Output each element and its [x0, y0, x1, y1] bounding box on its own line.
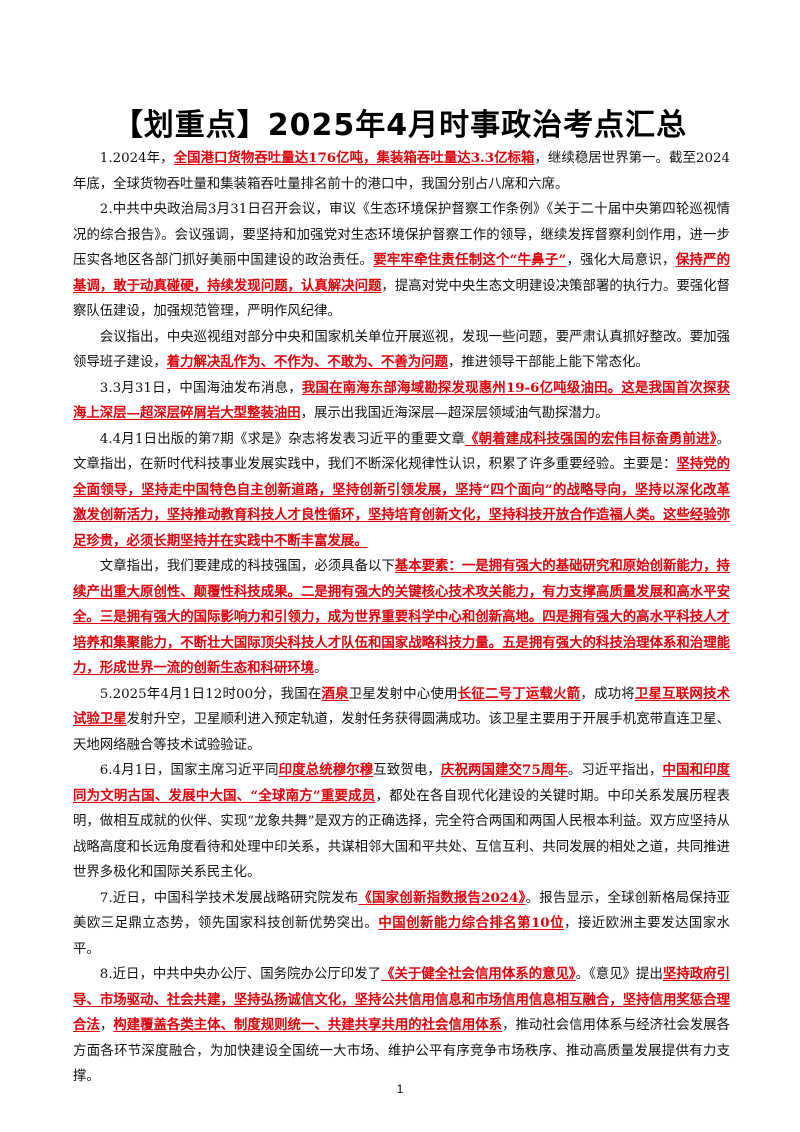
body-text: 。报告显示，全球创新格局保持亚美欧三足鼎立态势，领先国家科技创新优势突出。 [73, 890, 730, 932]
highlighted-text: 《国家创新指数报告2024》 [358, 889, 526, 906]
paragraph: 文章指出，我们要建成的科技强国，必须具备以下基本要素：一是拥有强大的基础研究和原… [73, 554, 730, 682]
paragraph: 6.4月1日，国家主席习近平同印度总统穆尔穆互致贺电，庆祝两国建交75周年。习近… [73, 758, 730, 886]
body-text: 。文章指出，在新时代科技事业发展实践中，我们不断深化规律性认识，积累了许多重要经… [73, 431, 730, 473]
highlighted-text: 酒泉 [321, 685, 349, 702]
body-text: 4.4月1日出版的第7期《求是》杂志将发表习近平的重要文章 [99, 431, 465, 447]
highlighted-text: 保持严的基调，敢于动真碰硬，持续发现问题，认真解决问题 [73, 252, 731, 294]
highlighted-text: 《关于健全社会信用体系的意见》 [381, 966, 576, 982]
body-text: ，接近欧洲主要发达国家水平。 [73, 916, 731, 957]
highlighted-text: 坚持政府引导、市场驱动、社会共建，坚持弘扬诚信文化，坚持公共信用信息和市场信用信… [73, 966, 730, 1033]
body-text: ，展示出我国近海深层—超深层领域油气勘探潜力。 [300, 406, 609, 421]
paragraph: 会议指出，中央巡视组对部分中央和国家机关单位开展巡视，发现一些问题，要严肃认真抓… [73, 325, 730, 376]
highlighted-text: 构建覆盖各类主体、制度规则统一、共建共享共用的社会信用体系 [113, 1017, 503, 1033]
body-text: ， [99, 1018, 114, 1033]
body-text: 会议指出，中央巡视组对部分中央和国家机关单位开展巡视，发现一些问题，要严肃认真抓… [73, 329, 730, 371]
body-text: ，推进领导干部能上能下常态化。 [447, 355, 649, 370]
paragraph: 2.中共中央政治局3月31日召开会议，审议《生态环境保护督察工作条例》《关于二十… [73, 197, 730, 325]
highlighted-text: 卫星互联网技术试验卫星 [73, 685, 731, 728]
page-number: 1 [396, 1082, 404, 1096]
body-text: 2.中共中央政治局3月31日召开会议，审议《生态环境保护督察工作条例》《关于二十… [73, 202, 730, 268]
highlighted-text: 全国港口货物吞吐量达176亿吨，集装箱吞吐量达3.3亿标箱 [173, 150, 535, 166]
body-text: ，提高对党中央生态文明建设决策部署的执行力。要强化督察队伍建设，加强规范管理，严… [73, 278, 731, 320]
highlighted-text: 要牢牢牵住责任制这个“牛鼻子” [373, 252, 567, 268]
body-text: ，继续稳居世界第一。截至2024年底，全球货物吞吐量和集装箱吞吐量排名前十的港口… [73, 151, 731, 192]
highlighted-text: 印度总统穆尔穆 [278, 762, 374, 778]
highlighted-text: 我国在南海东部海域勘探发现惠州19-6亿吨级油田。这是我国首次探获海上深层—超深… [73, 379, 730, 422]
body-text: ，强化大局意识， [566, 253, 676, 268]
body-text: 。《意见》提出 [575, 967, 663, 982]
highlighted-text: 中国创新能力综合排名第10位 [378, 915, 564, 931]
body-text: 。 [314, 661, 328, 676]
highlighted-text: 基本要素：一是拥有强大的基础研究和原始创新能力，持续产出重大原创性、颠覆性科技成… [73, 558, 731, 676]
body-text: 6.4月1日，国家主席习近平同 [99, 763, 279, 778]
body-text: 。习近平指出， [567, 763, 663, 778]
body-text: 文章指出，我们要建成的科技强国，必须具备以下 [99, 559, 395, 574]
body-text: 互致贺电， [373, 763, 441, 778]
highlighted-text: 坚持党的全面领导，坚持走中国特色自主创新道路，坚持创新引领发展，坚持“四个面向”… [73, 456, 731, 549]
page-title: 【划重点】2025年4月时事政治考点汇总 [112, 108, 688, 143]
document-body: 1.2024年，全国港口货物吞吐量达176亿吨，集装箱吞吐量达3.3亿标箱，继续… [73, 146, 730, 1090]
paragraph: 7.近日，中国科学技术发展战略研究院发布《国家创新指数报告2024》。报告显示，… [73, 886, 730, 963]
body-text: 5.2025年4月1日12时00分，我国在 [99, 686, 322, 702]
body-text: ，成功将 [580, 686, 635, 702]
highlighted-text: 庆祝两国建交75周年 [440, 762, 568, 778]
body-text: 1.2024年， [99, 151, 174, 166]
body-text: 7.近日，中国科学技术发展战略研究院发布 [99, 890, 359, 906]
body-text: 发射升空，卫星顺利进入预定轨道，发射任务获得圆满成功。该卫星主要用于开展手机宽带… [73, 712, 731, 753]
body-text: ，都处在各自现代化建设的关键时期。中印关系发展历程表明，做相互成就的伙伴、实现“… [73, 788, 730, 881]
highlighted-text: 着力解决乱作为、不作为、不敢为、不善为问题 [166, 354, 448, 370]
paragraph: 4.4月1日出版的第7期《求是》杂志将发表习近平的重要文章《朝着建成科技强国的宏… [73, 427, 730, 555]
highlighted-text: 长征二号丁运载火箭 [457, 685, 581, 702]
body-text: 8.近日，中共中央办公厅、国务院办公厅印发了 [99, 967, 382, 982]
paragraph: 1.2024年，全国港口货物吞吐量达176亿吨，集装箱吞吐量达3.3亿标箱，继续… [73, 146, 730, 197]
body-text: ，推动社会信用体系与经济社会发展各方面各环节深度融合，为加快建设全国统一大市场、… [73, 1018, 731, 1084]
body-text: 3.3月31日，中国海油发布消息， [99, 380, 302, 396]
paragraph: 8.近日，中共中央办公厅、国务院办公厅印发了《关于健全社会信用体系的意见》。《意… [73, 962, 730, 1090]
highlighted-text: 中国和印度同为文明古国、发展中大国、“全球南方”重要成员 [73, 762, 731, 804]
highlighted-text: 《朝着建成科技强国的宏伟目标奋勇前进》 [465, 430, 717, 447]
body-text: 卫星发射中心使用 [348, 686, 458, 702]
paragraph: 3.3月31日，中国海油发布消息，我国在南海东部海域勘探发现惠州19-6亿吨级油… [73, 376, 730, 427]
paragraph: 5.2025年4月1日12时00分，我国在酒泉卫星发射中心使用长征二号丁运载火箭… [73, 682, 730, 759]
